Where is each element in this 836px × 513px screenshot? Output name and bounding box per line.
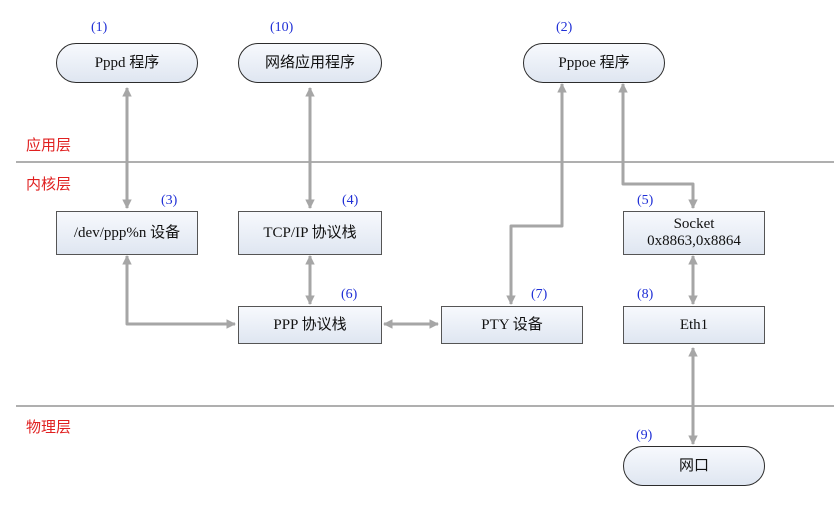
node-number-netapp: (10) bbox=[270, 20, 294, 35]
node-label-devppp: /dev/ppp%n 设备 bbox=[73, 225, 181, 241]
node-number-eth1: (8) bbox=[637, 287, 654, 302]
node-label-ppp: PPP 协议栈 bbox=[273, 317, 347, 333]
node-number-pppd: (1) bbox=[91, 20, 108, 35]
node-label-socket-line1: Socket bbox=[673, 216, 715, 232]
layer-label-application: 应用层 bbox=[26, 136, 72, 154]
node-number-port: (9) bbox=[636, 428, 653, 443]
node-pty: PTY 设备 bbox=[441, 306, 583, 344]
node-number-tcpip: (4) bbox=[342, 193, 359, 208]
node-number-ppp: (6) bbox=[341, 287, 358, 302]
layer-label-kernel: 内核层 bbox=[26, 175, 72, 193]
node-label-pppoe: Pppoe 程序 bbox=[558, 55, 630, 71]
node-eth1: Eth1 bbox=[623, 306, 765, 344]
arrow-pppoe-pty bbox=[506, 83, 567, 305]
node-label-netapp: 网络应用程序 bbox=[264, 55, 355, 71]
arrow-devppp-ppp bbox=[122, 255, 236, 329]
node-label-port: 网口 bbox=[678, 458, 709, 474]
node-netapp: 网络应用程序 bbox=[238, 43, 382, 83]
arrow-pppoe-socket bbox=[618, 83, 698, 209]
node-label-tcpip: TCP/IP 协议栈 bbox=[263, 225, 357, 241]
node-number-pty: (7) bbox=[531, 287, 548, 302]
node-number-devppp: (3) bbox=[161, 193, 178, 208]
node-number-pppoe: (2) bbox=[556, 20, 573, 35]
node-label-eth1: Eth1 bbox=[679, 317, 709, 333]
node-label-socket-line2: 0x8863,0x8864 bbox=[647, 233, 741, 249]
layer-label-physical: 物理层 bbox=[26, 418, 72, 436]
node-tcpip: TCP/IP 协议栈 bbox=[238, 211, 382, 255]
node-label-pty: PTY 设备 bbox=[481, 317, 543, 333]
node-number-socket: (5) bbox=[637, 193, 654, 208]
node-ppp: PPP 协议栈 bbox=[238, 306, 382, 344]
node-pppd: Pppd 程序 bbox=[56, 43, 198, 83]
node-label-pppd: Pppd 程序 bbox=[94, 55, 160, 71]
node-port: 网口 bbox=[623, 446, 765, 486]
node-pppoe: Pppoe 程序 bbox=[523, 43, 665, 83]
node-socket: Socket 0x8863,0x8864 bbox=[623, 211, 765, 255]
node-devppp: /dev/ppp%n 设备 bbox=[56, 211, 198, 255]
